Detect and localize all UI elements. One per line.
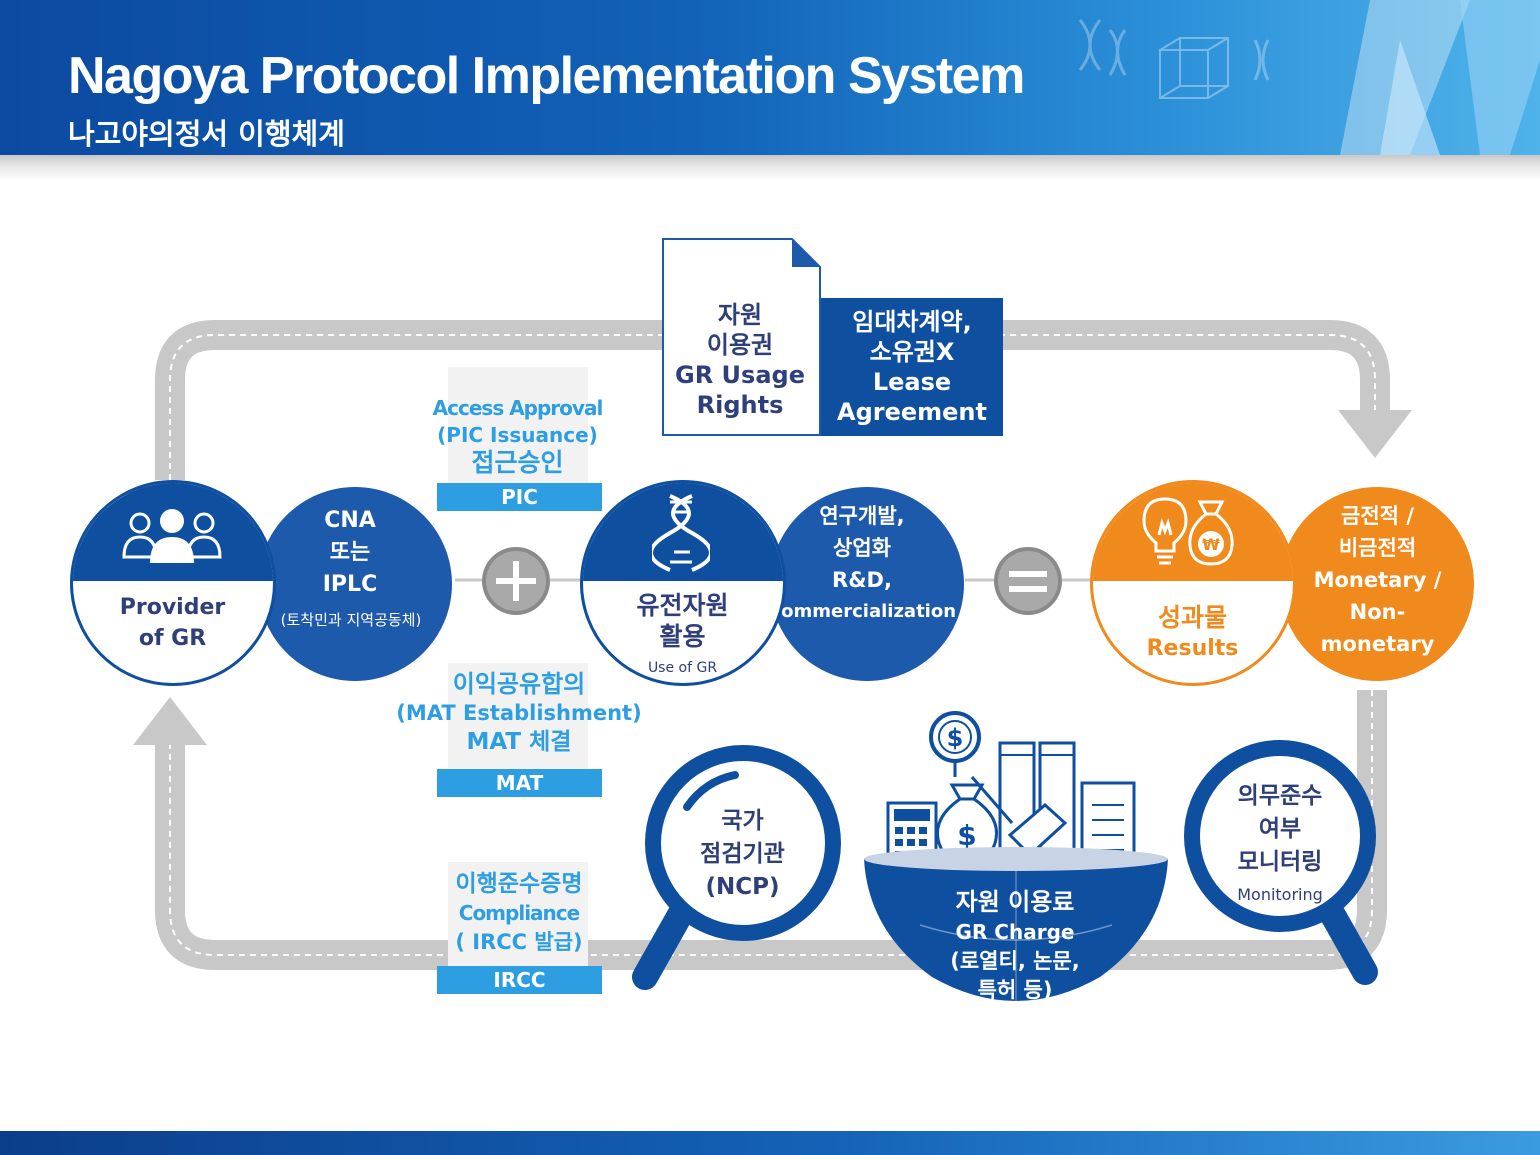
- page-subtitle: 나고야의정서 이행체계: [68, 117, 345, 151]
- mat-text: 이익공유합의 (MAT Establishment) MAT 체결: [396, 670, 642, 755]
- monitoring-sub: Monitoring: [1237, 885, 1323, 904]
- cna-circle: [258, 487, 452, 681]
- arrow-up-icon: [133, 697, 207, 745]
- header-shadow: [0, 155, 1540, 181]
- footer-bar: [0, 1131, 1540, 1155]
- monetary-circle: [1280, 487, 1474, 681]
- rnd-circle: [770, 487, 964, 681]
- chromosome-icon: [1078, 19, 1270, 81]
- dna-icon: [652, 494, 710, 572]
- finance-documents-icon: $ $: [864, 711, 1168, 1005]
- money-bag-won-icon: ₩: [1188, 500, 1234, 566]
- provider-text: Provider of GR: [119, 595, 226, 651]
- use-of-gr-text: 유전자원 활용: [636, 591, 729, 651]
- gr-charge-text: GR Charge (로열티, 논문, 특허 등): [950, 920, 1080, 1002]
- arrow-down-icon: [1338, 410, 1412, 458]
- use-of-gr-circle: [580, 480, 786, 686]
- header-banner: Nagoya Protocol Implementation System 나고…: [0, 0, 1540, 155]
- bag-dollar-symbol: $: [957, 819, 976, 852]
- results-text: 성과물 Results: [1146, 603, 1239, 661]
- header-decoration: [1078, 0, 1540, 155]
- rnd-text: 연구개발, 상업화 R&D, Commercialization: [767, 504, 957, 622]
- ircc-paper: [448, 862, 588, 968]
- monitoring-text: 의무준수 여부 모니터링: [1237, 783, 1323, 875]
- mat-label: MAT: [437, 769, 602, 797]
- won-symbol: ₩: [1202, 535, 1220, 554]
- use-of-gr-sub: Use of GR: [647, 660, 718, 676]
- cube-icon: [1159, 37, 1229, 99]
- magnifier-icon: [632, 745, 841, 990]
- pic-label: PIC: [437, 483, 602, 511]
- plus-icon: [482, 547, 550, 615]
- page-title: Nagoya Protocol Implementation System: [68, 47, 1025, 105]
- pic-text: Access Approval (PIC Issuance) 접근승인: [432, 396, 604, 477]
- ircc-text: 이행준수증명 Compliance ( IRCC 발급): [455, 871, 583, 954]
- coin-dollar-symbol: $: [947, 724, 964, 752]
- equals-icon: [994, 547, 1062, 615]
- lightbulb-icon: [1142, 497, 1188, 565]
- monetary-text: 금전적 / 비금전적 Monetary / Non- monetary: [1313, 504, 1442, 656]
- gr-usage-rights-text: 자원 이용권 GR Usage Rights: [675, 301, 805, 419]
- document-shape: [662, 238, 821, 436]
- people-group-icon: [122, 509, 222, 563]
- ircc-label: IRCC: [437, 966, 602, 994]
- gr-charge-title: 자원 이용료: [955, 888, 1075, 916]
- cna-text: CNA 또는 IPLC: [322, 508, 378, 597]
- mat-paper: [448, 663, 588, 771]
- magnifier-icon: [1184, 740, 1378, 985]
- cna-note: (토착민과 지역공동체): [280, 611, 422, 629]
- pic-paper: [448, 367, 588, 485]
- lease-agreement-box: 임대차계약, 소유권X Lease Agreement: [821, 298, 1003, 436]
- ncp-text: 국가 점검기관 (NCP): [700, 808, 785, 900]
